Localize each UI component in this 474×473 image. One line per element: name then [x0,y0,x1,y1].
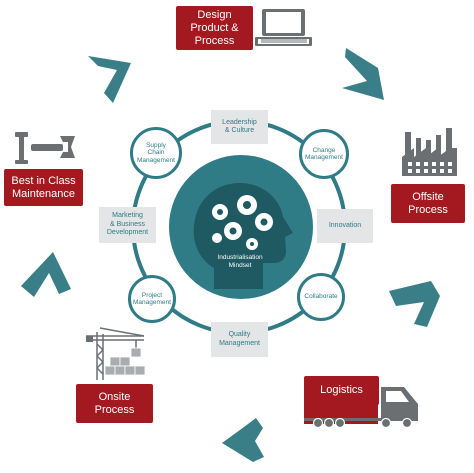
offsite-process-box: Offsite Process [391,184,465,223]
onsite-process-box: Onsite Process [76,384,153,423]
innovation-box: Innovation [317,209,373,243]
leadership-culture-box: Leadership & Culture [211,110,268,144]
change-line-1: Change [312,146,336,154]
factory-icon [402,128,457,176]
change-line-2: Management [305,154,343,161]
supply-line-1: Supply [146,141,166,149]
design-product-process-box: Design Product & Process [176,6,253,50]
industrialisation-mindset-label: Industrialisation Mindset [204,254,276,270]
maintenance-line-2: Maintenance [12,187,75,200]
offsite-line-2: Process [408,203,448,216]
center-line-1: Industrialisation [217,254,263,261]
head-gears-icon [169,155,313,299]
design-line-2: Product & [190,21,239,34]
leadership-line-2: & Culture [224,127,255,134]
arrow-chevron-top-left [88,56,131,103]
marketing-business-development-box: Marketing & Business Development [99,207,156,243]
maintenance-line-1: Best in Class [11,174,76,187]
collaborate-label: Collaborate [304,293,338,301]
design-line-3: Process [194,34,235,47]
cycle-arrows [21,48,440,462]
quality-line-2: Management [219,339,260,347]
project-line-1: Project [141,291,163,299]
supply-line-3: Management [137,156,175,164]
arrow-chevron-right [389,281,440,327]
marketing-line-2: & Business [109,220,146,228]
project-line-2: Management [133,299,171,306]
supply-line-2: Chain [147,149,165,157]
quality-line-1: Quality [228,331,251,338]
arrow-chevron-left [21,252,71,297]
crane-icon [86,327,146,380]
logistics-box: Logistics [304,376,379,405]
onsite-line-1: Onsite [98,390,131,403]
wrench-bolt-icon [15,132,75,164]
arrow-chevron-bottom [222,418,264,462]
offsite-line-1: Offsite [412,190,444,203]
quality-management-box: Quality Management [211,322,268,357]
innovation-label: Innovation [328,221,362,229]
project-management-circle: Project Management [128,275,176,323]
leadership-line-1: Leadership [222,118,257,126]
logistics-label: Logistics [320,384,363,396]
marketing-line-1: Marketing [112,212,143,220]
onsite-line-2: Process [94,403,135,416]
collaborate-circle: Collaborate [297,273,345,321]
supply-chain-management-circle: Supply Chain Management [130,127,182,179]
center-line-2: Mindset [228,262,252,269]
laptop-icon [255,9,312,46]
best-in-class-maintenance-box: Best in Class Maintenance [4,169,83,206]
marketing-line-3: Development [106,229,149,237]
design-line-1: Design [197,8,232,21]
change-management-circle: Change Management [299,129,349,179]
arrow-chevron-top-right [342,48,384,100]
